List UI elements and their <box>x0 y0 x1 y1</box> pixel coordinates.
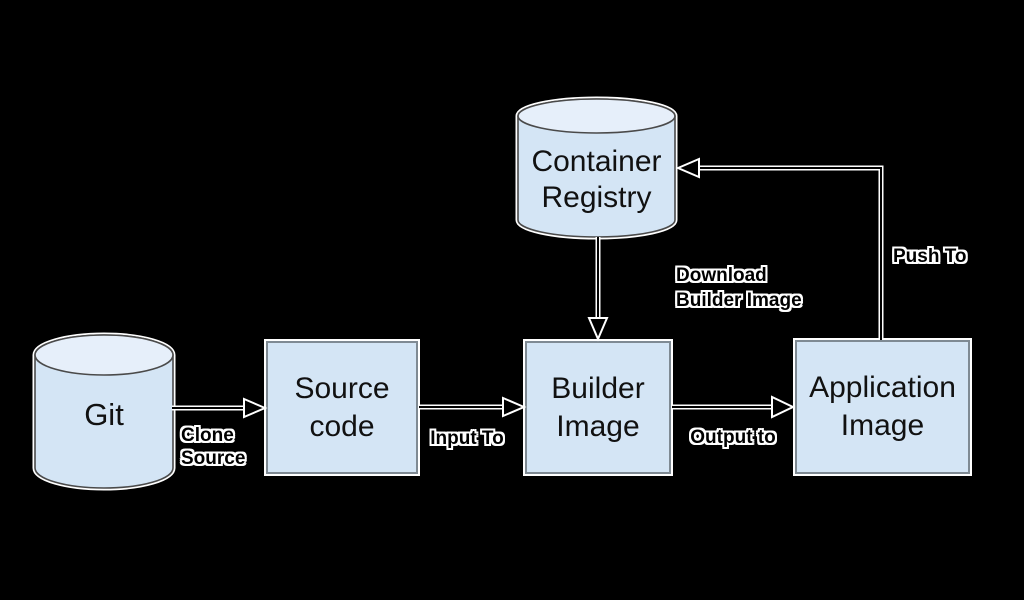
input-to-edge-label: Input To <box>430 428 504 449</box>
git-label: Git <box>84 397 124 432</box>
clone-source-arrowhead <box>243 397 268 419</box>
output-to-arrow <box>672 395 796 419</box>
clone-source-arrow <box>172 397 268 419</box>
builder-image-box <box>525 341 671 474</box>
container-registry-label: Container Registry <box>531 145 662 214</box>
download-arrowhead <box>587 317 609 342</box>
push-to-arrowhead <box>675 157 700 179</box>
container-registry-top <box>517 98 676 134</box>
application-image-box <box>795 340 970 474</box>
push-to-edge-label: Push To <box>893 246 967 267</box>
source-code-box <box>266 341 418 474</box>
output-to-edge-label: Output to <box>690 427 776 448</box>
download-builder-image-arrow <box>587 237 609 342</box>
builder-image-label: Builder Image <box>551 371 645 443</box>
download-builder-image-edge-label: Download Builder Image <box>676 265 802 311</box>
source-code-label: Source code <box>294 371 390 443</box>
push-to-line-halo <box>700 165 884 340</box>
input-to-arrow <box>419 396 527 418</box>
input-to-arrowhead <box>502 396 527 418</box>
application-image-label: Application Image <box>809 371 956 442</box>
push-to-line <box>700 167 882 340</box>
output-to-arrowhead <box>771 395 796 419</box>
clone-source-edge-label: Clone Source <box>181 425 246 469</box>
